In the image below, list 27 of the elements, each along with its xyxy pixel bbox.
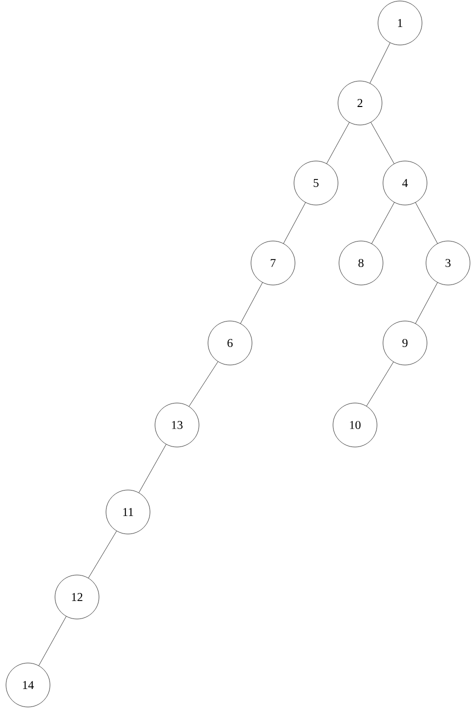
tree-edge	[240, 282, 263, 324]
tree-node: 4	[382, 160, 428, 206]
tree-edge	[283, 202, 306, 244]
tree-edge	[370, 122, 394, 164]
tree-edge	[366, 362, 394, 406]
tree-edge	[88, 530, 117, 578]
tree-node: 3	[426, 240, 470, 286]
tree-edge	[372, 202, 394, 244]
tree-edge	[138, 444, 166, 493]
tree-edge	[188, 361, 218, 407]
tree-node: 8	[338, 240, 384, 286]
tree-node: 12	[54, 574, 100, 620]
tree-edge	[370, 42, 390, 84]
tree-node: 7	[250, 240, 296, 286]
tree-node: 9	[382, 320, 428, 366]
tree-node: 6	[208, 320, 252, 366]
tree-edge	[326, 122, 350, 164]
tree-edge	[38, 616, 66, 666]
tree-node: 14	[6, 662, 50, 708]
tree-node: 5	[294, 160, 338, 206]
tree-edge	[415, 282, 438, 324]
tree-node: 10	[332, 402, 378, 448]
tree-node: 2	[338, 80, 382, 126]
tree-node: 11	[106, 490, 150, 534]
tree-node: 13	[154, 402, 200, 448]
tree-edge	[415, 202, 438, 244]
tree-node: 1	[378, 0, 422, 46]
